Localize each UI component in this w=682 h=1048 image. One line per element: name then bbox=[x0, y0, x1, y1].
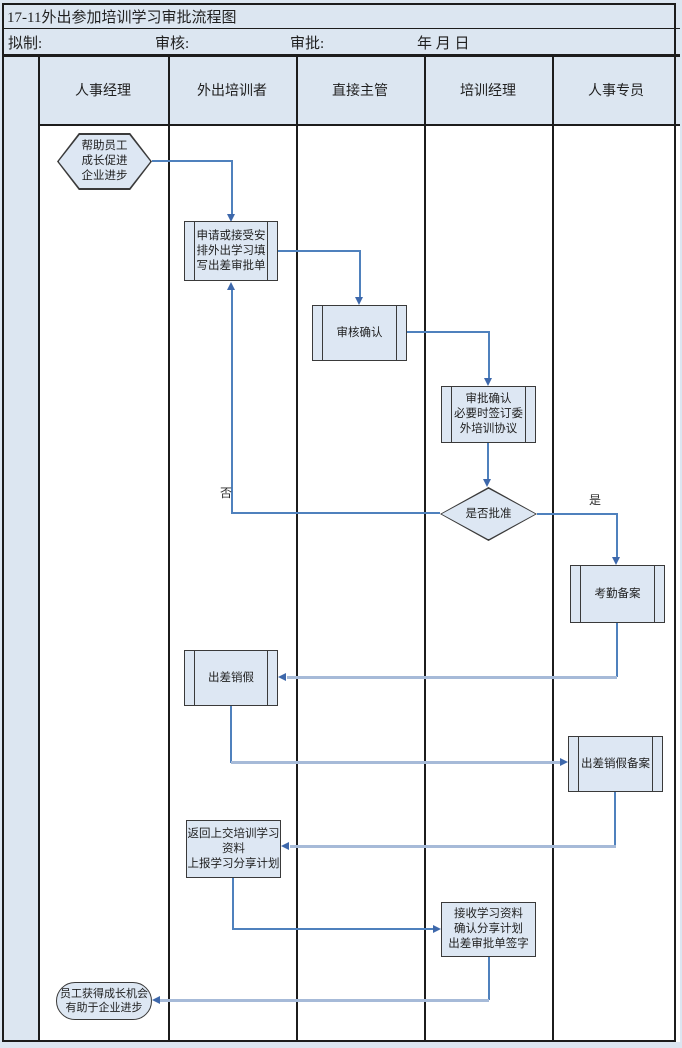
edge-return-receive-v bbox=[232, 878, 234, 929]
page-title: 17-11外出参加培训学习审批流程图 bbox=[7, 10, 237, 26]
edge-start-apply-h bbox=[152, 160, 232, 162]
edge-apply-review-v bbox=[359, 250, 361, 297]
flow-node-trip-cancel: 出差销假 bbox=[184, 650, 278, 706]
edge-start-apply-v bbox=[231, 160, 233, 214]
node-text-start: 帮助员工 成长促进 企业进步 bbox=[81, 140, 128, 182]
arrowhead-into-receive bbox=[433, 925, 441, 933]
edge-no-h bbox=[231, 512, 440, 514]
divider-under-title bbox=[2, 28, 680, 29]
lane-header-hr-manager: 人事经理 bbox=[75, 84, 131, 99]
divider-under-info-row bbox=[2, 54, 680, 57]
arrowhead-back-into-apply bbox=[227, 282, 235, 290]
edge-receive-end-v bbox=[488, 956, 490, 1000]
node-text-decision: 是否批准 bbox=[465, 507, 512, 520]
edge-review-approve-h bbox=[407, 331, 489, 333]
predefined-process-bars bbox=[451, 387, 526, 442]
flow-node-review-confirm: 审核确认 bbox=[312, 305, 407, 361]
node-text-return-materials: 返回上交培训学习 资料 上报学习分享计划 bbox=[187, 827, 280, 870]
lane-divider-3 bbox=[424, 56, 426, 1042]
arrowhead-into-decision bbox=[483, 479, 491, 487]
node-text-trip-cancel: 出差销假 bbox=[208, 671, 254, 684]
node-text-apply: 申请或接受安 排外出学习填 写出差审批单 bbox=[196, 229, 266, 272]
edge-attendance-cancel-h bbox=[287, 676, 617, 679]
flow-node-apply: 申请或接受安 排外出学习填 写出差审批单 bbox=[184, 221, 278, 281]
arrowhead-into-cancel-record bbox=[560, 758, 568, 766]
approve-label: 审批: bbox=[290, 36, 325, 52]
arrowhead-into-end bbox=[152, 996, 160, 1004]
flow-node-start: 帮助员工 成长促进 企业进步 bbox=[57, 133, 152, 190]
arrowhead-into-attendance bbox=[612, 557, 620, 565]
node-text-attendance-record: 考勤备案 bbox=[594, 587, 641, 600]
review-label: 审核: bbox=[155, 36, 190, 52]
lane-header-trainee: 外出培训者 bbox=[197, 84, 267, 99]
flow-node-trip-cancel-record: 出差销假备案 bbox=[568, 736, 663, 792]
flow-node-decision: 是否批准 bbox=[440, 487, 537, 541]
node-text-receive-materials: 接收学习资料 确认分享计划 出差审批单签字 bbox=[448, 908, 529, 950]
predefined-process-bars bbox=[578, 737, 653, 791]
lane-divider-1 bbox=[168, 56, 170, 1042]
lane-divider-4 bbox=[552, 56, 554, 1042]
predefined-process-bars bbox=[194, 651, 268, 705]
edge-attendance-cancel-v bbox=[616, 623, 618, 677]
edge-approve-decision-v bbox=[487, 443, 489, 479]
lane-header-hr-specialist: 人事专员 bbox=[588, 84, 644, 99]
arrowhead-into-approve bbox=[484, 378, 492, 386]
arrowhead-into-trip-cancel bbox=[278, 673, 286, 681]
edge-apply-review-h bbox=[278, 250, 360, 252]
flow-node-receive-materials: 接收学习资料 确认分享计划 出差审批单签字 bbox=[441, 902, 536, 957]
edge-yes-v bbox=[616, 513, 618, 557]
predefined-process-bars bbox=[322, 306, 397, 360]
edge-record-return-h bbox=[290, 845, 616, 848]
flow-node-end: 员工获得成长机会 有助于企业进步 bbox=[56, 982, 152, 1020]
edge-yes-h bbox=[537, 513, 617, 515]
date-label: 年 月 日 bbox=[417, 36, 470, 52]
edge-label-yes: 是 bbox=[589, 493, 602, 507]
edge-receive-end-h bbox=[160, 999, 489, 1002]
node-text-review-confirm: 审核确认 bbox=[336, 326, 383, 339]
divider-under-lane-headers bbox=[38, 124, 680, 126]
flow-node-attendance-record: 考勤备案 bbox=[570, 565, 665, 623]
edge-record-return-v bbox=[614, 792, 616, 847]
lane-header-supervisor: 直接主管 bbox=[332, 84, 388, 99]
lane-divider-2 bbox=[296, 56, 298, 1042]
arrowhead-into-apply bbox=[227, 214, 235, 222]
edge-cancel-record-h bbox=[231, 761, 560, 764]
edge-no-v bbox=[231, 290, 233, 513]
arrowhead-into-return bbox=[281, 842, 289, 850]
lane-header-training-manager: 培训经理 bbox=[460, 84, 516, 99]
node-text-approve-confirm: 审批确认 必要时签订委 外培训协议 bbox=[454, 393, 523, 435]
flow-node-return-materials: 返回上交培训学习 资料 上报学习分享计划 bbox=[186, 820, 281, 878]
edge-label-no: 否 bbox=[220, 486, 233, 500]
flow-node-approve-confirm: 审批确认 必要时签订委 外培训协议 bbox=[441, 386, 536, 443]
predefined-process-bars bbox=[580, 566, 655, 622]
lane-divider-0 bbox=[38, 56, 40, 1042]
edge-return-receive-h bbox=[232, 928, 433, 930]
edge-review-approve-v bbox=[488, 331, 490, 378]
page-outer-border bbox=[2, 3, 676, 1042]
node-text-end: 员工获得成长机会 有助于企业进步 bbox=[60, 988, 148, 1014]
predefined-process-bars bbox=[194, 222, 268, 280]
draft-label: 拟制: bbox=[8, 36, 43, 52]
arrowhead-into-review bbox=[355, 297, 363, 305]
edge-cancel-record-v bbox=[230, 706, 232, 763]
node-text-trip-cancel-record: 出差销假备案 bbox=[581, 757, 650, 770]
hexagon-shape bbox=[57, 133, 152, 190]
